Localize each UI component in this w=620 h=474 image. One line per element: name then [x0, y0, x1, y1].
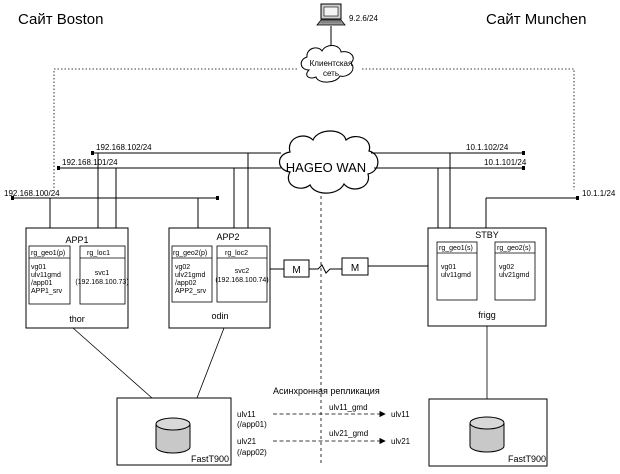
node-app1-title: APP1 [65, 235, 88, 245]
node-app2-title: APP2 [216, 232, 239, 242]
node-app2-loc-line: svc2 [235, 268, 250, 275]
network-label-left-102: 192.168.102/24 [96, 143, 152, 152]
node-app2-loc-line: (192.168.100.74) [215, 277, 268, 284]
node-stby-hostname: frigg [478, 310, 496, 320]
replication-source-line1: ulv11 [237, 410, 256, 419]
network-lines [12, 152, 578, 228]
computer-icon [316, 3, 346, 26]
site-title-munchen: Сайт Munchen [486, 11, 586, 28]
site-title-boston: Сайт Boston [18, 11, 103, 28]
replication-target: ulv11 [391, 410, 410, 419]
replication-source-line1: ulv21 [237, 437, 257, 446]
replication-source-line2: (/app02) [237, 448, 267, 457]
disk-icon [155, 417, 191, 454]
wan-cloud-icon [278, 130, 379, 194]
node-app1-hostname: thor [69, 314, 85, 324]
node-app2-hostname: odin [211, 311, 228, 321]
node-app1 [25, 227, 129, 329]
node-app1-loc-line: svc1 [95, 270, 110, 277]
replication-title: Асинхронная репликация [273, 386, 380, 396]
node-stby [427, 227, 547, 327]
node-app2-rg-loc: rg_loc2 [225, 250, 248, 257]
node-app1-loc-line: (192.168.100.73) [75, 279, 128, 286]
storage-left-label: FastT900 [191, 454, 229, 464]
node-app1-geo-line: APP1_srv [31, 288, 63, 295]
node-app1-rg-geo: rg_geo1(p) [31, 250, 65, 257]
network-label-left-100: 192.168.100/24 [4, 189, 60, 198]
node-stby-geo2-line: ulv21gmd [499, 272, 529, 279]
node-app2 [168, 227, 271, 329]
mirror-box-left [283, 259, 310, 278]
node-app1-geo-line: /app01 [31, 280, 53, 287]
network-label-right-101: 10.1.101/24 [484, 158, 527, 167]
mirror-link [270, 264, 428, 274]
replication-gmd: ulv11_gmd [329, 403, 368, 412]
mirror-box-right [341, 257, 369, 276]
node-app2-geo-line: ulv21gmd [175, 272, 205, 279]
node-app1-geo-line: ulv11gmd [31, 272, 61, 279]
replication-target: ulv21 [391, 437, 411, 446]
client-cloud-label-line1: Клиентская [310, 59, 353, 68]
network-label-left-101: 192.168.101/24 [62, 158, 118, 167]
node-stby-title: STBY [475, 230, 499, 240]
node-app2-geo-line: vg02 [175, 264, 190, 271]
replication-source-line2: (/app01) [237, 420, 267, 429]
disk-icon [469, 416, 505, 453]
node-app2-geo-line: /app02 [175, 280, 197, 287]
replication-gmd: ulv21_gmd [329, 429, 368, 438]
storage-right-label: FastT900 [508, 454, 546, 464]
node-stby-geo1-line: vg01 [441, 264, 456, 271]
network-label-right-1: 10.1.1/24 [582, 189, 616, 198]
node-app2-rg-geo: rg_geo2(p) [173, 250, 207, 257]
client-network-cloud-icon [300, 45, 354, 83]
node-stby-rg-geo2: rg_geo2(s) [497, 245, 531, 252]
storage-links [72, 326, 488, 399]
client-address: 9.2.6/24 [349, 14, 378, 23]
wan-label: HAGEO WAN [286, 160, 366, 175]
node-stby-geo2-line: vg02 [499, 264, 514, 271]
node-app2-geo-line: APP2_srv [175, 288, 207, 295]
client-network-dotted-links [53, 68, 575, 190]
network-endpoints [11, 151, 579, 200]
node-app1-rg-loc: rg_loc1 [87, 250, 110, 257]
mirror-box-left-label: M [292, 265, 300, 276]
node-stby-rg-geo1: rg_geo1(s) [439, 245, 473, 252]
client-cloud-label-line2: сеть [323, 69, 339, 78]
mirror-box-right-label: M [351, 263, 359, 274]
node-app1-geo-line: vg01 [31, 264, 46, 271]
node-stby-geo1-line: ulv11gmd [441, 272, 471, 279]
network-label-right-102: 10.1.102/24 [466, 143, 509, 152]
